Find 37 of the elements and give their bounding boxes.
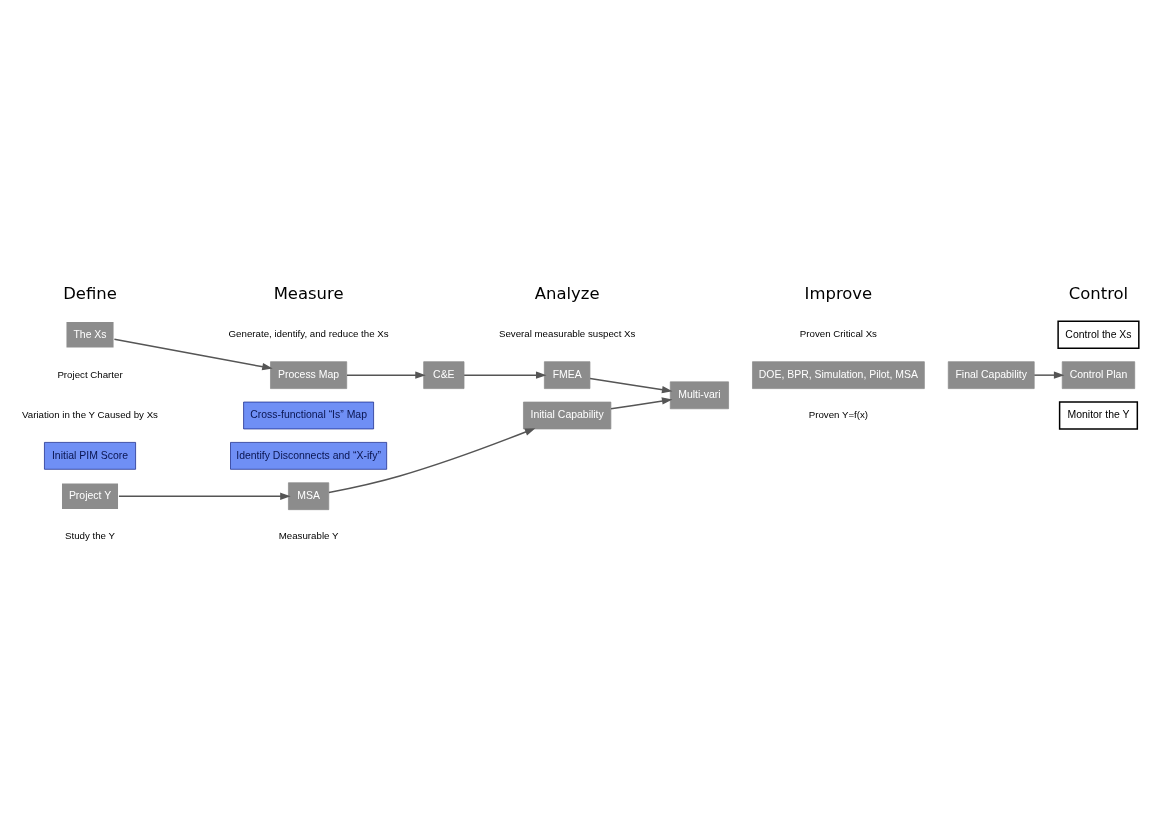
arrow bbox=[118, 492, 291, 500]
label: Project Charter bbox=[57, 368, 123, 380]
node-box: Initial PIM Score bbox=[44, 442, 136, 470]
label: Proven Critical Xs bbox=[799, 328, 877, 340]
label: Analyze bbox=[534, 283, 600, 303]
arrow bbox=[463, 371, 547, 379]
node-box: Control the Xs bbox=[1057, 320, 1140, 349]
arrow bbox=[610, 397, 673, 410]
arrow bbox=[346, 371, 426, 379]
arrow bbox=[1033, 371, 1065, 379]
node-box: Control Plan bbox=[1061, 361, 1136, 389]
label: Several measurable suspect Xs bbox=[498, 328, 636, 340]
node-box: Process Map bbox=[270, 361, 348, 389]
label: Measure bbox=[273, 283, 344, 303]
node-box: Initial Capability bbox=[523, 401, 612, 430]
label: Generate, identify, and reduce the Xs bbox=[228, 328, 389, 340]
node-box: MSA bbox=[288, 482, 330, 511]
arrow bbox=[328, 428, 536, 494]
label: Control bbox=[1068, 283, 1129, 303]
node-box: Multi-vari bbox=[669, 381, 729, 410]
node-box: The Xs bbox=[65, 320, 116, 349]
arrow bbox=[589, 377, 673, 394]
label: Study the Y bbox=[65, 530, 116, 542]
node-box: Monitor the Y bbox=[1058, 401, 1139, 430]
label: Define bbox=[63, 283, 117, 303]
node-box: FMEA bbox=[544, 361, 591, 389]
node-box: Project Y bbox=[60, 482, 120, 511]
node-box: Cross-functional “Is” Map bbox=[243, 401, 374, 430]
label: Improve bbox=[804, 283, 873, 303]
node-box: C&E bbox=[423, 361, 465, 389]
label: Variation in the Y Caused by Xs bbox=[22, 409, 158, 421]
node-box: Identify Disconnects and “X-ify” bbox=[230, 442, 388, 470]
node-box: DOE, BPR, Simulation, Pilot, MSA bbox=[752, 361, 925, 389]
label: Proven Y=f(x) bbox=[808, 409, 869, 421]
arrow bbox=[113, 338, 273, 371]
label: Measurable Y bbox=[278, 530, 339, 542]
node-box: Final Capability bbox=[947, 361, 1035, 389]
